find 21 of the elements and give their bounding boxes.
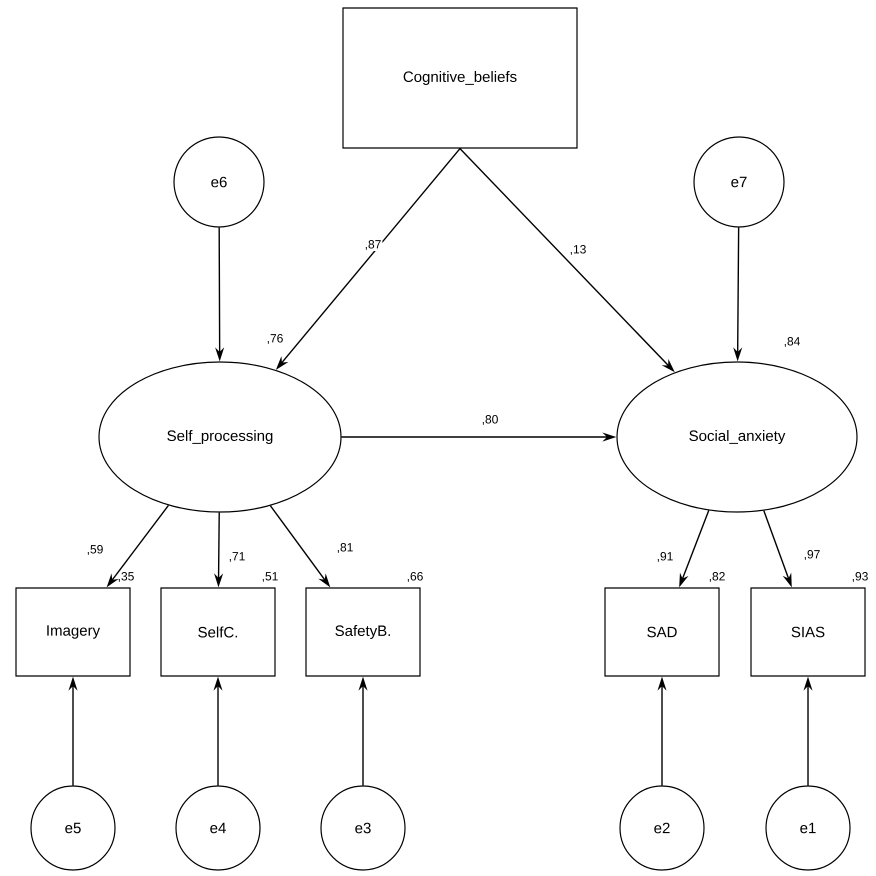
variable-box: Imagery <box>15 587 131 677</box>
coefficient-label: ,82 <box>710 572 725 582</box>
coefficient-label: ,93 <box>852 572 868 582</box>
edge-label: ,97 <box>802 549 822 561</box>
variable-box: SAD <box>604 587 720 677</box>
edge-label: ,87 <box>364 239 382 251</box>
variable-box: Cognitive_beliefs <box>342 7 578 149</box>
coefficient-label: ,51 <box>262 572 278 582</box>
edge-label: ,13 <box>568 244 588 256</box>
edge-label: ,80 <box>480 414 500 426</box>
edge-label: ,71 <box>228 551 246 563</box>
coefficient-label: ,84 <box>784 337 800 347</box>
variable-box: SelfC. <box>160 587 276 677</box>
coefficient-label: ,35 <box>118 572 134 582</box>
variable-box: SafetyB. <box>305 587 421 677</box>
coefficient-label: ,76 <box>268 334 283 344</box>
coefficient-label: ,66 <box>408 572 423 582</box>
edge-label: ,81 <box>336 542 354 554</box>
edge-label: ,59 <box>86 544 104 556</box>
variable-box: SIAS <box>750 587 866 677</box>
edge-label: ,91 <box>656 551 674 563</box>
